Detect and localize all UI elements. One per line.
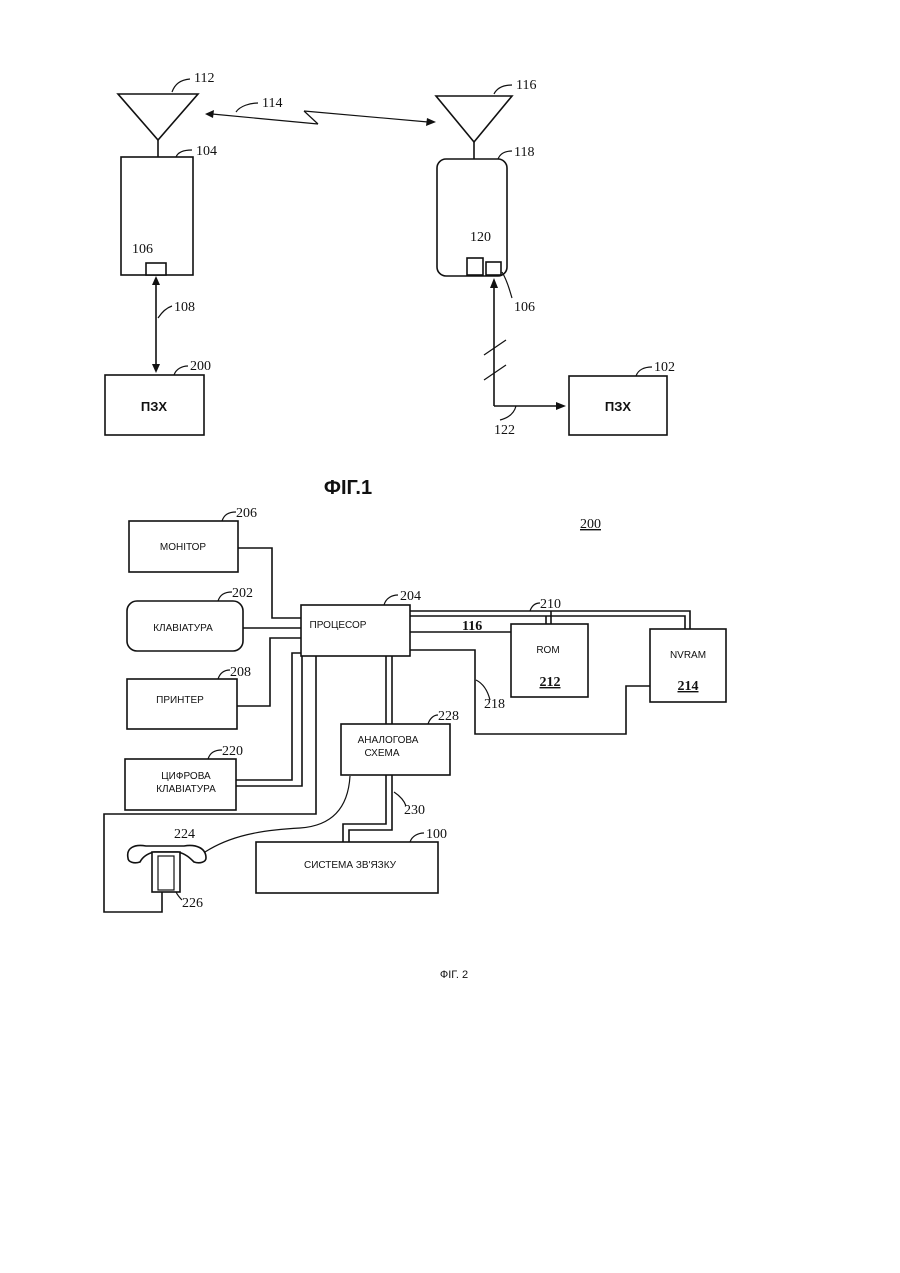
left-pstn-box: ПЗХ 200: [105, 359, 211, 435]
figure-2-caption: ФІГ. 2: [440, 969, 468, 981]
right-antenna-ref: 116: [516, 78, 536, 93]
right-module-ref: 120: [470, 230, 491, 245]
handset-ref: 224: [174, 827, 195, 842]
comm-system-box: СИСТЕМА ЗВ'ЯЗКУ 100: [256, 827, 447, 893]
left-unit: 104 106: [121, 144, 217, 275]
left-pstn-ref: 200: [190, 359, 211, 374]
right-pstn-label: ПЗХ: [605, 399, 631, 414]
left-link: 108: [152, 276, 195, 373]
analog-label-1: АНАЛОГОВА: [358, 735, 419, 746]
monitor-box: МОНІТОР 206: [129, 506, 257, 572]
nvram-box: NVRAM 214: [650, 629, 726, 702]
rom-box: ROM 212: [511, 624, 588, 697]
monitor-ref: 206: [236, 506, 257, 521]
bus2-ref: 116: [462, 619, 482, 634]
keypad-label-2: КЛАВІАТУРА: [156, 784, 216, 795]
right-pstn-box: ПЗХ 102: [569, 360, 675, 435]
telephone-icon: 224 226: [128, 827, 206, 911]
right-unit-ref: 118: [514, 145, 534, 160]
left-unit-ref: 104: [196, 144, 217, 159]
right-port-ref: 106: [514, 300, 535, 315]
keyboard-label: КЛАВІАТУРА: [153, 623, 213, 634]
printer-ref: 208: [230, 665, 251, 680]
nvram-label: NVRAM: [670, 650, 706, 661]
rom-ref: 212: [540, 675, 561, 690]
line-218-ref: 218: [484, 697, 505, 712]
keypad-label-1: ЦИФРОВА: [161, 771, 211, 782]
right-pstn-ref: 102: [654, 360, 675, 375]
figure-1: 112 114 104 106 108: [105, 71, 675, 499]
left-port-ref: 106: [132, 242, 153, 257]
printer-label: ПРИНТЕР: [156, 695, 204, 706]
right-line-ref: 122: [494, 423, 515, 438]
keyboard-ref: 202: [232, 586, 253, 601]
keyboard-box: КЛАВІАТУРА 202: [127, 586, 253, 651]
wireless-link-ref: 114: [262, 96, 282, 111]
system-ref: 200: [580, 517, 601, 532]
monitor-label: МОНІТОР: [160, 542, 207, 553]
wireless-link: 114: [205, 96, 436, 126]
printer-box: ПРИНТЕР 208: [127, 665, 251, 729]
figure-2: 200: [104, 506, 726, 981]
left-pstn-label: ПЗХ: [141, 399, 167, 414]
comm-system-label: СИСТЕМА ЗВ'ЯЗКУ: [304, 860, 397, 871]
left-antenna-ref: 112: [194, 71, 214, 86]
cradle-ref: 226: [182, 896, 203, 911]
processor-label: ПРОЦЕСОР: [310, 620, 367, 631]
comm-system-ref: 100: [426, 827, 447, 842]
analog-box: АНАЛОГОВА СХЕМА 228: [341, 709, 459, 775]
analog-ref: 228: [438, 709, 459, 724]
nvram-ref: 214: [678, 679, 699, 694]
figure-1-caption: ФІГ.1: [324, 477, 372, 499]
keypad-ref: 220: [222, 744, 243, 759]
keypad-box: ЦИФРОВА КЛАВІАТУРА 220: [125, 744, 243, 810]
analog-label-2: СХЕМА: [365, 748, 400, 759]
left-link-ref: 108: [174, 300, 195, 315]
processor-ref: 204: [400, 589, 421, 604]
processor-box: ПРОЦЕСОР 204: [301, 589, 421, 656]
right-unit: 118 120 106: [437, 145, 535, 315]
rom-label: ROM: [536, 645, 559, 656]
line-230-ref: 230: [404, 803, 425, 818]
bus-ref: 210: [540, 597, 561, 612]
